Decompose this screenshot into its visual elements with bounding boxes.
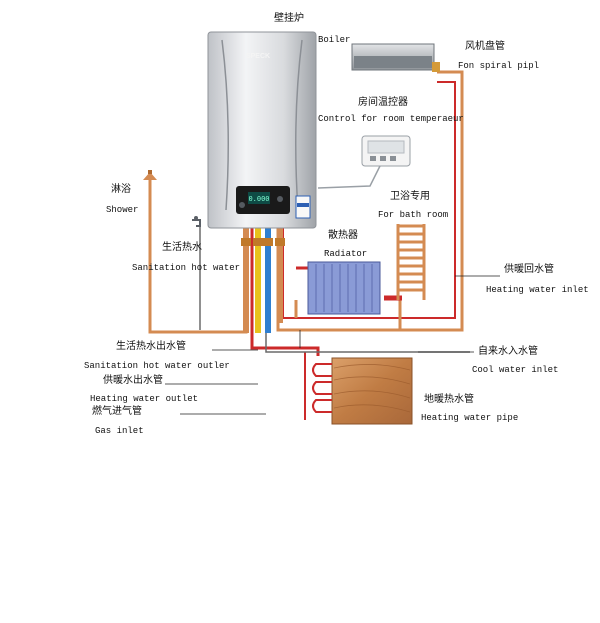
thermostat-btn-2[interactable] [380,156,386,161]
label-heat-outlet-zh: 供暖水出水管 [103,373,163,386]
floor-heating-coil [312,363,332,413]
boiler-brand: SPECK [246,53,270,60]
fan-coil-connector [432,62,440,72]
label-san-hot-zh: 生活热水 [162,240,202,253]
radiator [307,261,381,315]
label-heat-inlet-en: Heating water inlet [486,285,589,295]
shower-arm [148,170,152,174]
thermostat [361,135,411,167]
thermostat-btn-3[interactable] [390,156,396,161]
leader-lines [165,275,500,415]
floor-heating [312,357,413,425]
label-cool-inlet-zh: 自来水入水管 [478,344,538,357]
boiler-sticker-band [297,203,309,207]
label-thermostat-en: Control for room temperaeur [318,114,464,124]
fan-coil-panel [354,56,432,68]
label-shower-zh: 淋浴 [111,182,131,195]
valve-2 [253,238,263,246]
label-san-hot-en: Sanitation hot water [132,263,240,273]
label-fan-zh: 风机盘管 [465,39,505,52]
boiler-curve-right [295,39,303,211]
label-heat-inlet-zh: 供暖回水管 [504,262,554,275]
label-boiler-zh: 壁挂炉 [274,11,304,24]
label-floor-en: Heating water pipe [421,413,518,423]
label-fan-en: Fon spiral pipl [458,61,539,71]
radiator-body [307,261,381,315]
thermostat-wire [317,165,381,189]
boiler-curve-left [221,39,229,211]
valve-1 [241,238,251,246]
valve-4 [275,238,285,246]
tap-icon [192,219,201,227]
radiator-fins [315,264,373,312]
hot-pipe-stub [243,228,249,333]
boiler-display-value: 0.000 [248,195,269,203]
valve-3 [263,238,273,246]
label-san-outlet-en: Sanitation hot water outler [84,361,230,371]
thermostat-btn-1[interactable] [370,156,376,161]
boiler-pipe-stubs [241,228,285,333]
label-cool-inlet-en: Cool water inlet [472,365,558,375]
cold-pipe-stub [265,228,271,333]
label-san-outlet-zh: 生活热水出水管 [116,339,186,352]
labels: 壁挂炉 Boiler 风机盘管 Fon spiral pipl 房间温控器 Co… [84,11,589,436]
shower [143,170,157,180]
boiler-display [248,192,270,204]
sanitation-tap [192,216,201,227]
label-floor-zh: 地暖热水管 [424,392,474,405]
label-gas-zh: 燃气进气管 [92,404,142,417]
label-boiler-en: Boiler [318,35,350,45]
boiler-body [207,31,317,229]
label-heat-outlet-en: Heating water outlet [90,394,198,404]
bath-towel-rail [396,224,426,300]
label-bath-zh: 卫浴专用 [390,189,430,202]
boiler-knob-left[interactable] [239,202,245,208]
wood-grain [333,364,411,413]
label-gas-en: Gas inlet [95,426,144,436]
label-radiator-zh: 散热器 [328,228,358,241]
label-shower-en: Shower [106,205,138,215]
label-bath-en: For bath room [378,210,448,220]
fan-coil [351,43,440,72]
shower-head-icon [143,172,157,180]
boiler-knob-right[interactable] [277,196,283,202]
return-pipe-stub [277,228,283,323]
tap-handle[interactable] [194,216,198,220]
thermostat-screen [367,140,405,154]
label-thermostat-zh: 房间温控器 [358,95,408,108]
gas-pipe-stub [255,228,261,333]
boiler: SPECK 0.000 [207,31,317,229]
label-radiator-en: Radiator [324,249,367,259]
